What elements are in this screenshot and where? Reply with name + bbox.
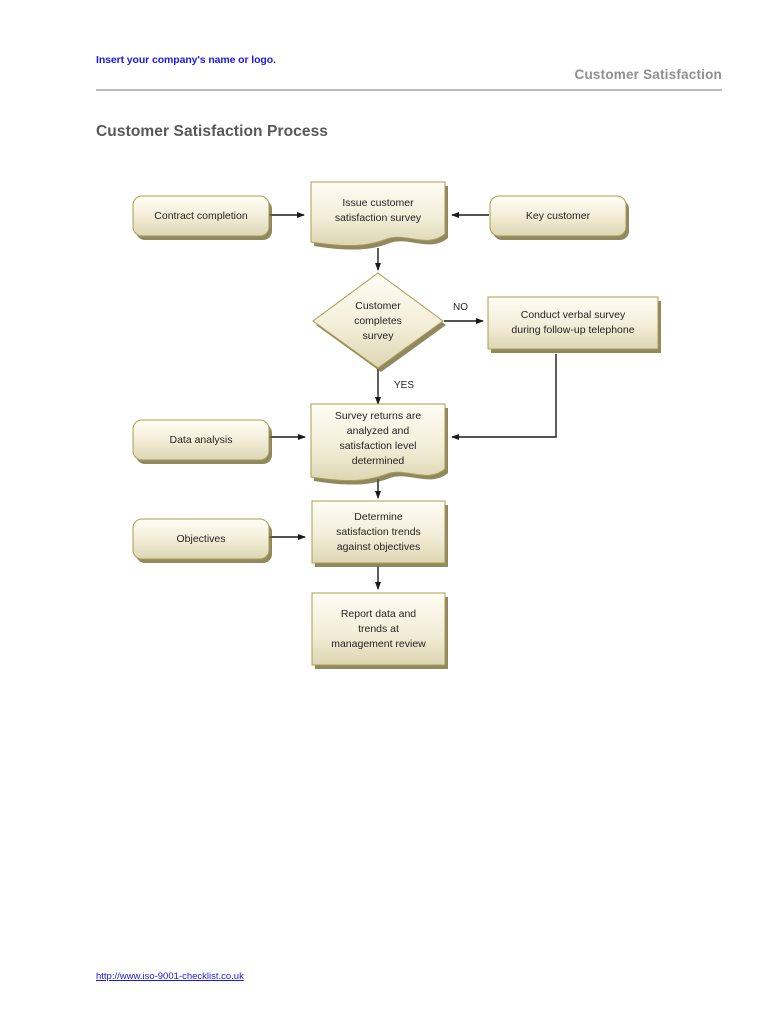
edge-label-no: NO <box>453 302 468 313</box>
connector-group <box>268 212 557 590</box>
company-name-placeholder: Insert your company's name or logo. <box>96 54 276 66</box>
node-determine-trends[interactable] <box>311 500 448 567</box>
header-divider <box>96 89 722 91</box>
node-report-data[interactable] <box>311 592 448 669</box>
node-customer-completes-survey[interactable] <box>312 272 446 372</box>
document-header-title: Customer Satisfaction <box>574 67 722 82</box>
node-data-analysis[interactable] <box>132 419 272 464</box>
node-contract-completion[interactable] <box>132 195 272 240</box>
node-key-customer[interactable] <box>489 195 629 240</box>
page-title: Customer Satisfaction Process <box>96 123 329 140</box>
footer-website-link[interactable]: http://www.iso-9001-checklist.co.uk <box>96 971 244 982</box>
node-objectives[interactable] <box>132 518 272 563</box>
edge-label-yes: YES <box>394 380 415 391</box>
node-conduct-verbal-survey[interactable] <box>487 296 661 353</box>
node-issue-survey[interactable] <box>310 181 448 250</box>
edge-verbal-to-analysis <box>451 354 557 440</box>
node-survey-returns-analyzed[interactable] <box>310 403 448 485</box>
